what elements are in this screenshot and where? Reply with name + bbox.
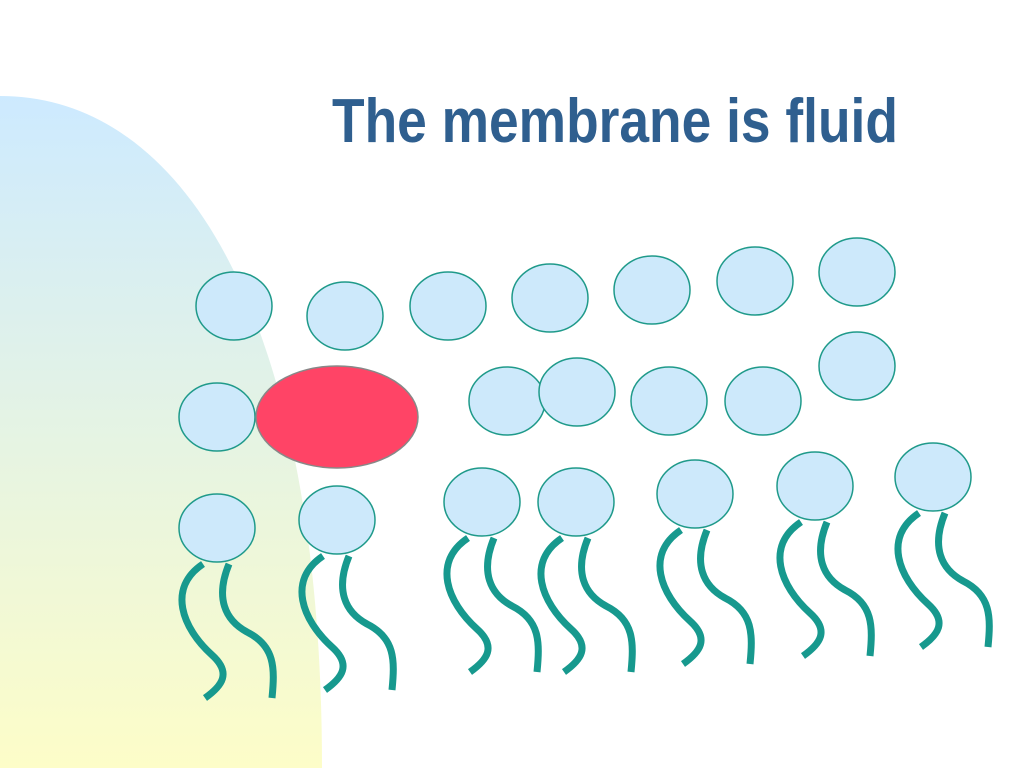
phospholipid-tail-icon: [776, 519, 825, 659]
phospholipid-head-icon: [818, 237, 896, 307]
phospholipid-head-icon: [306, 281, 384, 351]
phospholipid-tail-icon: [484, 536, 542, 673]
background-arc-shape: [0, 96, 322, 768]
phospholipid-icon: [443, 467, 521, 537]
phospholipid-head-icon: [724, 366, 802, 436]
phospholipid-head-icon: [409, 271, 487, 341]
phospholipid-tail-icon: [578, 536, 636, 673]
slide-title: The membrane is fluid: [332, 87, 898, 156]
phospholipid-head-icon: [613, 255, 691, 325]
phospholipid-tail-icon: [298, 553, 347, 693]
phospholipid-tail-icon: [178, 561, 227, 701]
free-phospholipid-heads: [178, 237, 896, 452]
phospholipid-tail-icon: [894, 510, 943, 650]
phospholipid-icon: [776, 451, 854, 521]
phospholipid-tail-icon: [817, 520, 875, 657]
phospholipid-icon: [537, 467, 615, 537]
phospholipid-head-icon: [178, 382, 256, 452]
membrane-diagram: [178, 237, 993, 701]
phospholipid-icon: [298, 485, 376, 555]
phospholipid-tail-icon: [935, 511, 993, 648]
phospholipid-head-icon: [538, 357, 616, 427]
phospholipid-icon: [178, 493, 256, 563]
phospholipid-tail-icon: [697, 528, 755, 665]
phospholipid-icon: [656, 459, 734, 529]
phospholipid-tail-icon: [339, 554, 397, 691]
phospholipid-head-icon: [716, 246, 794, 316]
phospholipid-head-icon: [630, 366, 708, 436]
tailed-phospholipid-heads: [178, 442, 972, 563]
phospholipid-tails: [178, 510, 993, 701]
phospholipid-head-icon: [511, 263, 589, 333]
phospholipid-head-icon: [818, 331, 896, 401]
phospholipid-icon: [894, 442, 972, 512]
phospholipid-head-icon: [468, 366, 546, 436]
phospholipid-tail-icon: [443, 535, 492, 675]
phospholipid-tail-icon: [656, 527, 705, 667]
phospholipid-head-icon: [195, 271, 273, 341]
membrane-protein-icon: [255, 365, 419, 469]
phospholipid-tail-icon: [537, 535, 586, 675]
phospholipid-tail-icon: [219, 562, 277, 699]
